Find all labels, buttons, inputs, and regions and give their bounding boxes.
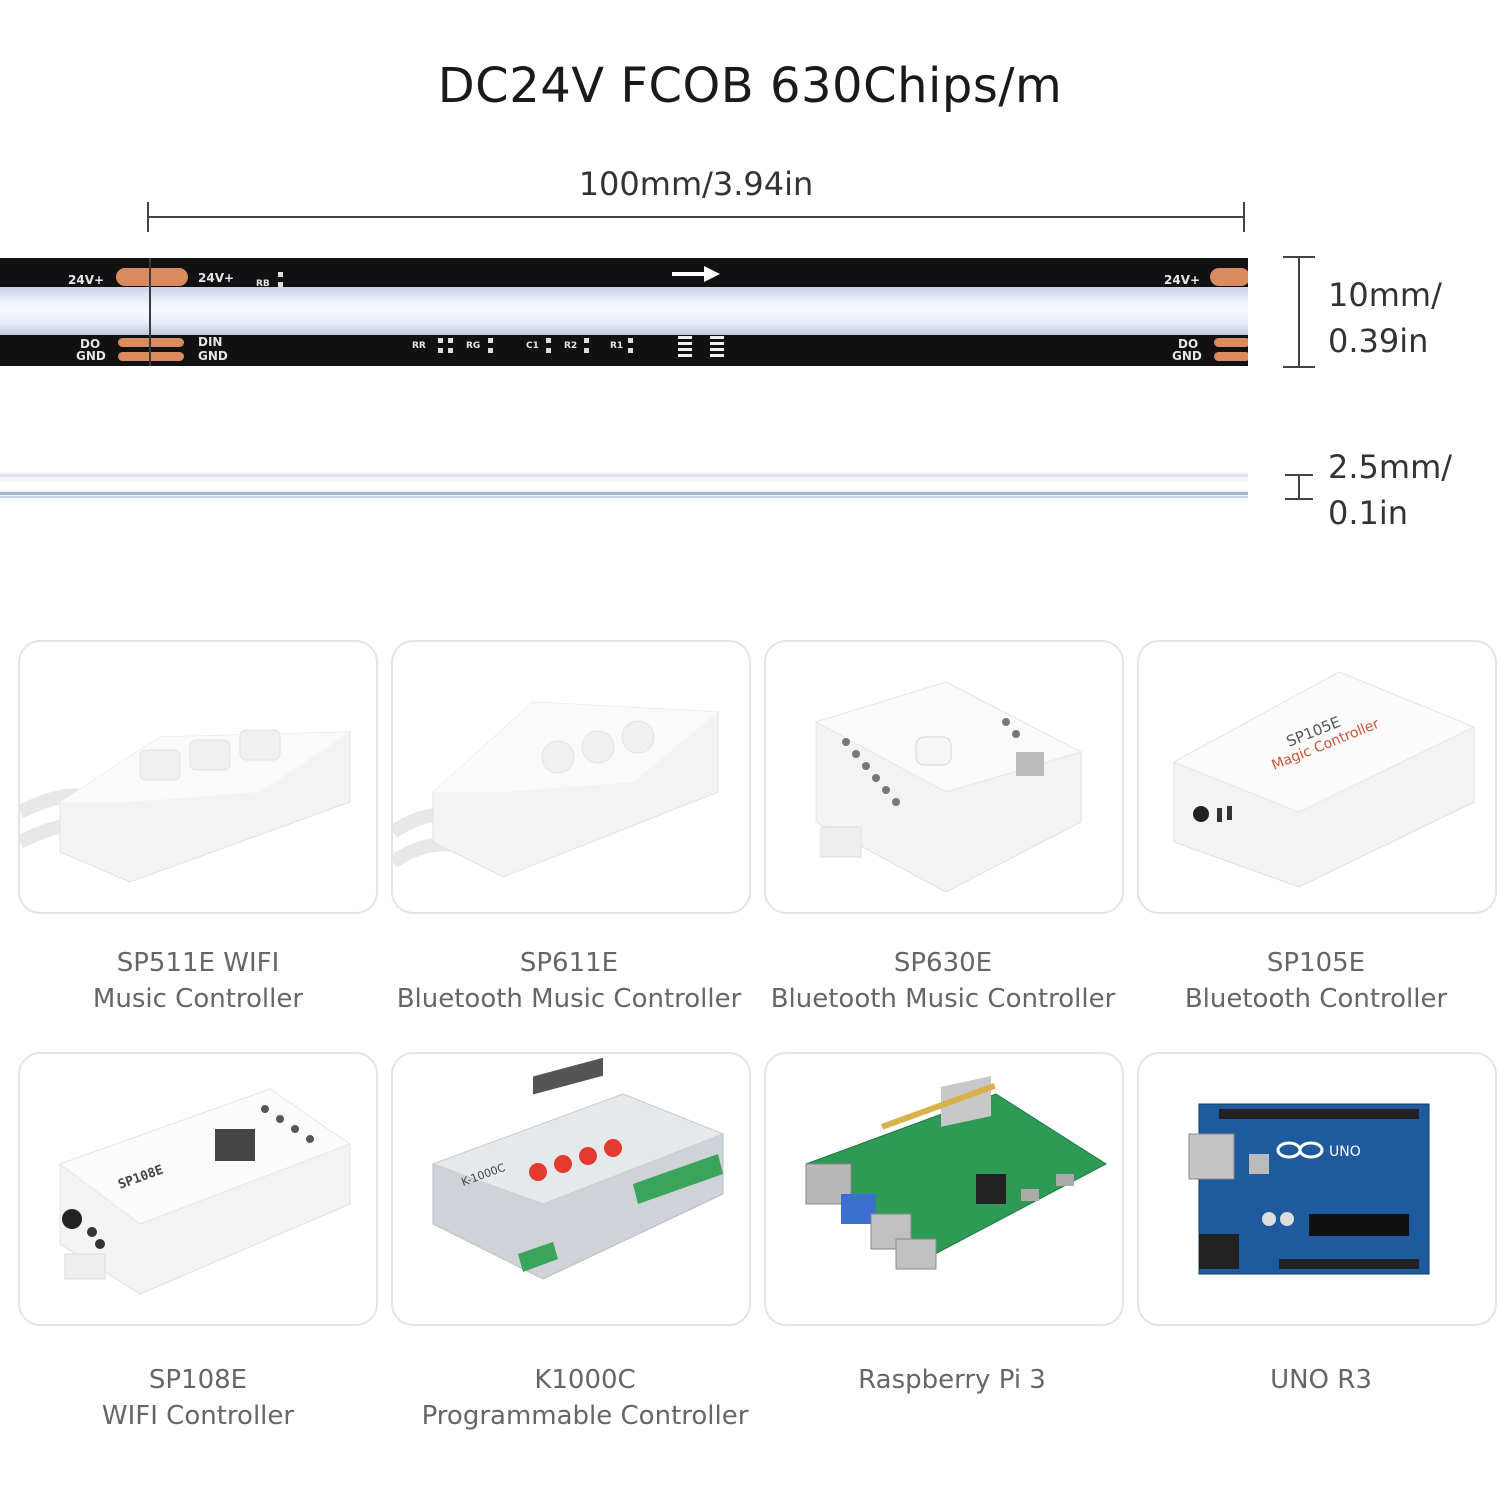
solder-pad-24v-left xyxy=(116,268,188,286)
strip-label: GND xyxy=(76,349,106,363)
width-value-inch: 0.39in xyxy=(1328,322,1429,360)
strip-label: DIN xyxy=(198,335,223,349)
product-card-sp611e xyxy=(391,640,751,914)
product-name: Raspberry Pi 3 xyxy=(858,1365,1046,1395)
width-value: 10mm/ xyxy=(1328,276,1442,314)
cut-line xyxy=(149,258,151,366)
strip-label: C1 xyxy=(526,341,539,351)
product-name: K1000C xyxy=(534,1365,636,1395)
led-strip-top-view: 24V+ 24V+ RB DO GND DIN GND RR RG C1 R2 … xyxy=(0,258,1248,366)
product-desc: Programmable Controller xyxy=(421,1401,749,1431)
raspberry-pi-board-icon xyxy=(805,1076,1107,1270)
product-caption-k1000c: K1000C Programmable Controller xyxy=(395,1362,775,1434)
sp511e-controller-icon xyxy=(20,729,351,883)
product-caption-sp611e: SP611E Bluetooth Music Controller xyxy=(379,945,759,1017)
smd-component xyxy=(488,348,493,353)
k1000c-controller-icon: K-1000C xyxy=(431,1057,725,1280)
strip-label: GND xyxy=(198,349,228,363)
thickness-dimension-label: 2.5mm/ 0.1in xyxy=(1328,444,1452,536)
solder-pad-do-right xyxy=(1214,338,1248,347)
product-desc: Bluetooth Music Controller xyxy=(396,984,742,1014)
smd-component xyxy=(448,338,453,343)
product-caption-sp105e: SP105E Bluetooth Controller xyxy=(1126,945,1500,1017)
smd-component xyxy=(628,338,633,343)
ic-pins-icon xyxy=(678,336,692,360)
product-caption-uno-r3: UNO R3 xyxy=(1131,1362,1500,1398)
product-name: SP511E WIFI xyxy=(116,948,280,978)
smd-component xyxy=(584,348,589,353)
solder-pad-24v-right xyxy=(1210,268,1248,286)
cob-light-band xyxy=(0,287,1248,335)
thickness-value-inch: 0.1in xyxy=(1328,494,1409,532)
product-card-k1000c: K-1000C xyxy=(391,1052,751,1326)
sp108e-controller-icon: SP108E xyxy=(58,1088,352,1295)
product-desc: WIFI Controller xyxy=(101,1401,295,1431)
product-card-sp630e xyxy=(764,640,1124,914)
smd-component xyxy=(584,338,589,343)
smd-component xyxy=(438,338,443,343)
product-card-raspberry-pi xyxy=(764,1052,1124,1326)
product-caption-sp630e: SP630E Bluetooth Music Controller xyxy=(753,945,1133,1017)
arduino-uno-board-icon: UNO xyxy=(1188,1103,1430,1275)
strip-label: 24V+ xyxy=(68,273,105,287)
smd-component xyxy=(448,348,453,353)
strip-label: RR xyxy=(412,341,426,351)
product-name: SP611E xyxy=(519,948,619,978)
product-desc: Bluetooth Controller xyxy=(1184,984,1448,1014)
length-dimension-line xyxy=(148,216,1244,218)
product-name: SP630E xyxy=(893,948,993,978)
length-dimension-label: 100mm/3.94in xyxy=(578,165,814,203)
length-tick-left xyxy=(147,202,149,232)
page-title: DC24V FCOB 630Chips/m xyxy=(437,58,1063,114)
thickness-value: 2.5mm/ xyxy=(1328,448,1453,486)
strip-label: RG xyxy=(466,341,481,351)
thickness-tick-top xyxy=(1285,474,1313,476)
width-dimension-label: 10mm/ 0.39in xyxy=(1328,272,1442,364)
product-card-sp108e: SP108E xyxy=(18,1052,378,1326)
product-caption-raspberry-pi: Raspberry Pi 3 xyxy=(762,1362,1142,1398)
strip-label: R2 xyxy=(564,341,578,351)
strip-label: 24V+ xyxy=(198,271,235,285)
smd-component xyxy=(278,282,283,287)
width-tick-top xyxy=(1283,256,1315,258)
smd-component xyxy=(546,338,551,343)
width-dimension-line xyxy=(1298,256,1300,368)
solder-pad-gnd-right xyxy=(1214,352,1248,361)
product-caption-sp511e: SP511E WIFI Music Controller xyxy=(8,945,388,1017)
uno-logo-label: UNO xyxy=(1329,1144,1361,1160)
thickness-dimension-line xyxy=(1298,474,1300,500)
strip-label: RB xyxy=(256,279,270,289)
product-name: SP108E xyxy=(148,1365,248,1395)
sp105e-controller-icon: SP105E Magic Controller xyxy=(1172,671,1476,888)
smd-component xyxy=(546,348,551,353)
product-desc: Music Controller xyxy=(92,984,304,1014)
smd-component xyxy=(488,338,493,343)
length-tick-right xyxy=(1243,202,1245,232)
sp630e-controller-icon xyxy=(814,681,1083,893)
product-card-uno-r3: UNO xyxy=(1137,1052,1497,1326)
led-strip-side-view xyxy=(0,472,1248,500)
product-caption-sp108e: SP108E WIFI Controller xyxy=(8,1362,388,1434)
strip-label: R1 xyxy=(610,341,624,351)
strip-label: DO xyxy=(1178,337,1199,351)
strip-label: GND xyxy=(1172,349,1202,363)
smd-component xyxy=(278,272,283,277)
product-desc: Bluetooth Music Controller xyxy=(770,984,1116,1014)
data-direction-arrow-icon xyxy=(672,266,720,282)
product-name: SP105E xyxy=(1266,948,1366,978)
solder-pad-gnd-left xyxy=(118,352,184,361)
smd-component xyxy=(438,348,443,353)
smd-component xyxy=(628,348,633,353)
strip-label: DO xyxy=(80,337,101,351)
solder-pad-do-left xyxy=(118,338,184,347)
ic-pins-icon xyxy=(710,336,724,360)
strip-label: 24V+ xyxy=(1164,273,1201,287)
product-card-sp511e xyxy=(18,640,378,914)
sp611e-controller-icon xyxy=(393,701,719,878)
thickness-tick-bottom xyxy=(1285,498,1313,500)
product-card-sp105e: SP105E Magic Controller xyxy=(1137,640,1497,914)
product-name: UNO R3 xyxy=(1270,1365,1372,1395)
width-tick-bottom xyxy=(1283,366,1315,368)
